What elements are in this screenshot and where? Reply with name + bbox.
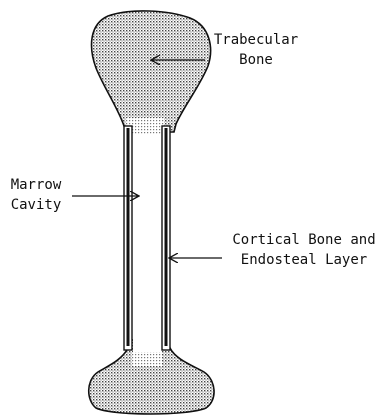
- proximal-epiphysis: [92, 11, 211, 132]
- cortical-bone-label: Cortical Bone and Endosteal Layer: [222, 230, 386, 270]
- marrow-cavity-label: Marrow Cavity: [0, 175, 72, 215]
- marrow-cavity-label-line1: Marrow: [0, 175, 72, 195]
- trabecular-transition-bottom: [132, 352, 162, 366]
- trabecular-bone-label-line2: Bone: [205, 50, 307, 70]
- cortical-bone-label-line2: Endosteal Layer: [222, 250, 386, 270]
- marrow-cavity: [133, 134, 162, 352]
- cortical-bone-label-line1: Cortical Bone and: [222, 230, 386, 250]
- trabecular-bone-label-line1: Trabecular: [205, 30, 307, 50]
- marrow-cavity-label-line2: Cavity: [0, 195, 72, 215]
- trabecular-bone-label: Trabecular Bone: [205, 30, 307, 70]
